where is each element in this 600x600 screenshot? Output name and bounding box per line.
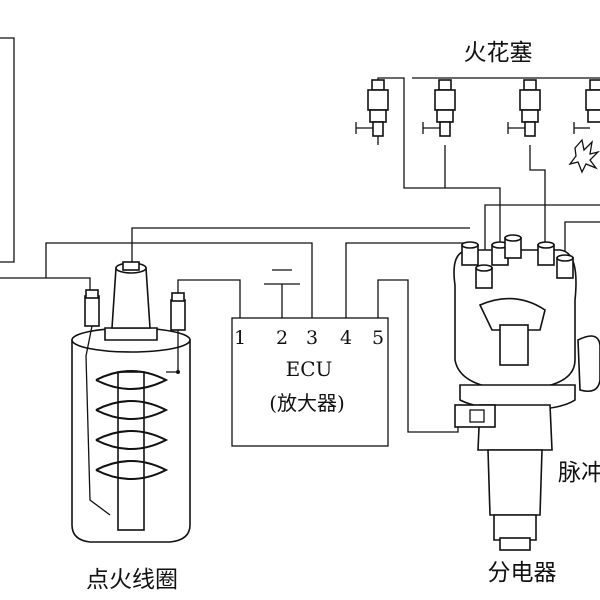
spark-plug-1: [355, 79, 389, 137]
ecu-terminal-4: 4: [340, 327, 352, 349]
left-frame: [0, 37, 15, 263]
ecu-terminal-1: 1: [234, 327, 246, 349]
spark-plugs-label: 火花塞: [464, 40, 533, 66]
ecu-terminal-labels: 1 2 3 4 5: [234, 327, 384, 349]
ecu-terminal-2: 2: [276, 327, 288, 349]
ecu-terminal-3: 3: [306, 327, 318, 349]
ecu-box: [231, 317, 389, 447]
ground-symbol: [264, 269, 300, 285]
wiring: [0, 77, 600, 433]
spark-plug-2: [422, 79, 456, 137]
spark-plug-3: [507, 79, 541, 137]
distributor-label: 分电器: [488, 560, 557, 586]
ignition-coil-label: 点火线圈: [86, 567, 178, 593]
spark-icon: [568, 138, 600, 174]
pulse-label: 脉冲: [558, 460, 600, 486]
spark-plug-4: [568, 79, 600, 174]
ignition-coil: [71, 261, 191, 543]
ecu-subtitle: (放大器): [269, 391, 345, 415]
ecu-title: ECU: [286, 357, 333, 381]
distributor: [453, 234, 600, 551]
ecu-terminal-5: 5: [372, 327, 384, 349]
